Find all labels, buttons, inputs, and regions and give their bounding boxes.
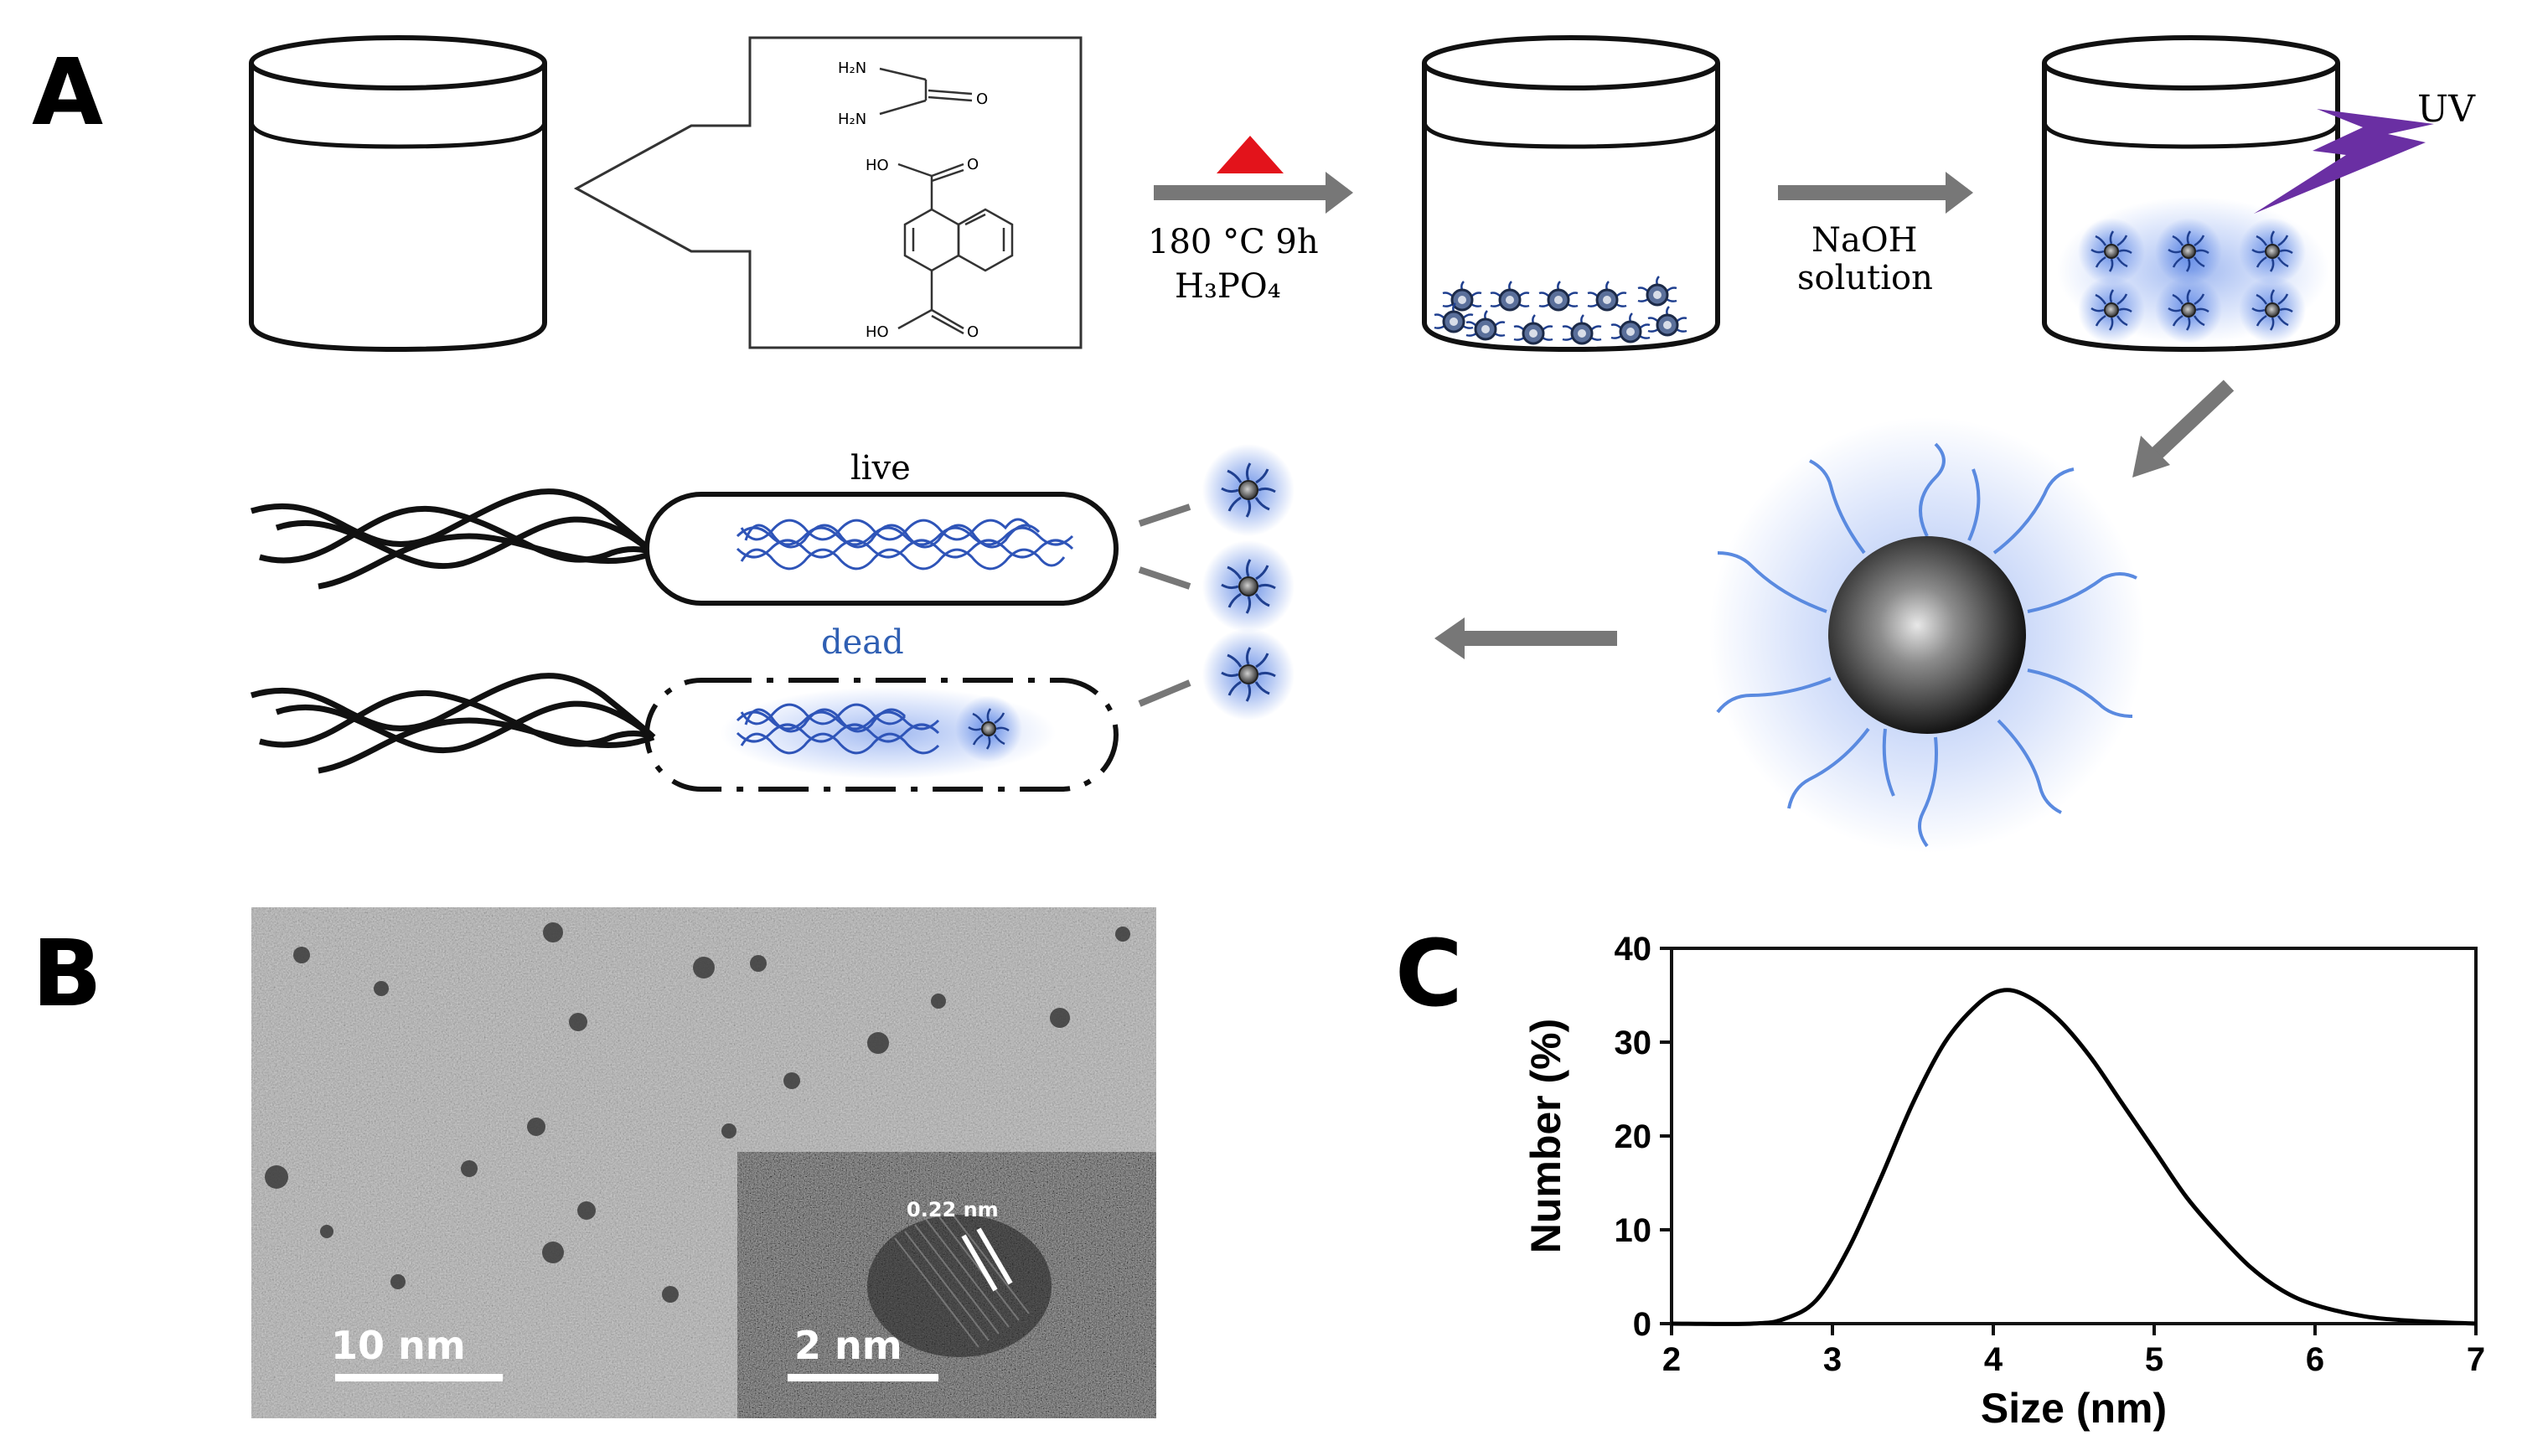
live-bacterium — [250, 488, 1119, 606]
urea-h2n-top: H₂N — [838, 59, 866, 77]
inset-scale-label: 2 nm — [794, 1323, 902, 1368]
heat-step-arrow — [1154, 136, 1353, 214]
inset-scale-bar — [788, 1374, 938, 1381]
urea-h2n-bottom: H₂N — [838, 111, 866, 128]
x-tick-label: 4 — [1984, 1341, 2003, 1378]
panel-c-letter: C — [1395, 920, 1463, 1027]
y-axis-title: Number (%) — [1522, 1019, 1569, 1254]
flagella-dead — [250, 673, 656, 774]
step2-reagent: NaOH — [1811, 221, 1918, 260]
urea-o: O — [976, 90, 988, 108]
plot-frame — [1670, 947, 2478, 1325]
x-tick-label: 2 — [1662, 1341, 1681, 1378]
naphthalene-dicarboxylic-acid — [897, 163, 1014, 335]
x-tick-label: 6 — [2306, 1341, 2324, 1378]
left-arrow — [1434, 617, 1617, 659]
lattice-spacing-label: 0.22 nm — [907, 1198, 999, 1221]
urea-molecule — [879, 67, 973, 116]
step1-condition: 180 °C 9h — [1148, 223, 1319, 261]
x-axis-title: Size (nm) — [1981, 1385, 2167, 1432]
live-label: live — [850, 449, 911, 488]
step2-solution: solution — [1797, 259, 1933, 297]
free-carbon-dots — [1138, 442, 1296, 722]
y-tick-label: 40 — [1615, 931, 1652, 968]
main-scale-bar — [335, 1374, 503, 1381]
panel-a-letter: A — [32, 39, 103, 146]
large-carbon-dot — [1709, 417, 2145, 853]
acid-ho-top: HO — [866, 157, 889, 174]
carbon-core — [1828, 536, 2026, 734]
acid-o-top: O — [967, 156, 979, 173]
y-tick-label: 0 — [1633, 1306, 1651, 1343]
precursor-arrow — [573, 36, 1083, 349]
naoh-step-arrow — [1778, 172, 1973, 214]
x-tick-label: 7 — [2467, 1341, 2485, 1378]
uv-label: UV — [2417, 88, 2476, 131]
tem-image: 0.22 nm 2 nm 10 nm — [251, 907, 1156, 1418]
main-scale-label: 10 nm — [331, 1323, 466, 1368]
x-tick-label: 5 — [2145, 1341, 2163, 1378]
dead-label: dead — [821, 623, 904, 662]
acid-ho-bottom: HO — [866, 323, 889, 341]
live-dna — [736, 518, 1074, 571]
uv-lightning-icon — [2254, 109, 2434, 214]
distribution-curve — [1671, 988, 2477, 1326]
y-tick-label: 20 — [1615, 1118, 1652, 1155]
panel-b-letter: B — [32, 920, 102, 1027]
y-tick-label: 30 — [1615, 1025, 1652, 1061]
dead-dna — [736, 703, 940, 755]
beaker-empty — [251, 38, 545, 349]
step1-acid: H₃PO₄ — [1175, 267, 1281, 306]
x-tick-label: 3 — [1823, 1341, 1842, 1378]
y-tick-label: 10 — [1615, 1212, 1652, 1249]
size-distribution-chart: 2 3 4 5 6 7 0 10 20 30 40 Size (nm) Number (%) — [1522, 931, 2485, 1432]
acid-o-bottom: O — [967, 323, 979, 341]
hrtem-inset: 0.22 nm 2 nm — [737, 1152, 1156, 1418]
heat-triangle-icon — [1217, 136, 1284, 173]
flagella-live — [250, 488, 656, 590]
dispersed-carbon-dots — [2076, 216, 2308, 345]
dead-bacterium — [250, 673, 1119, 792]
diagonal-arrow — [2132, 379, 2235, 478]
